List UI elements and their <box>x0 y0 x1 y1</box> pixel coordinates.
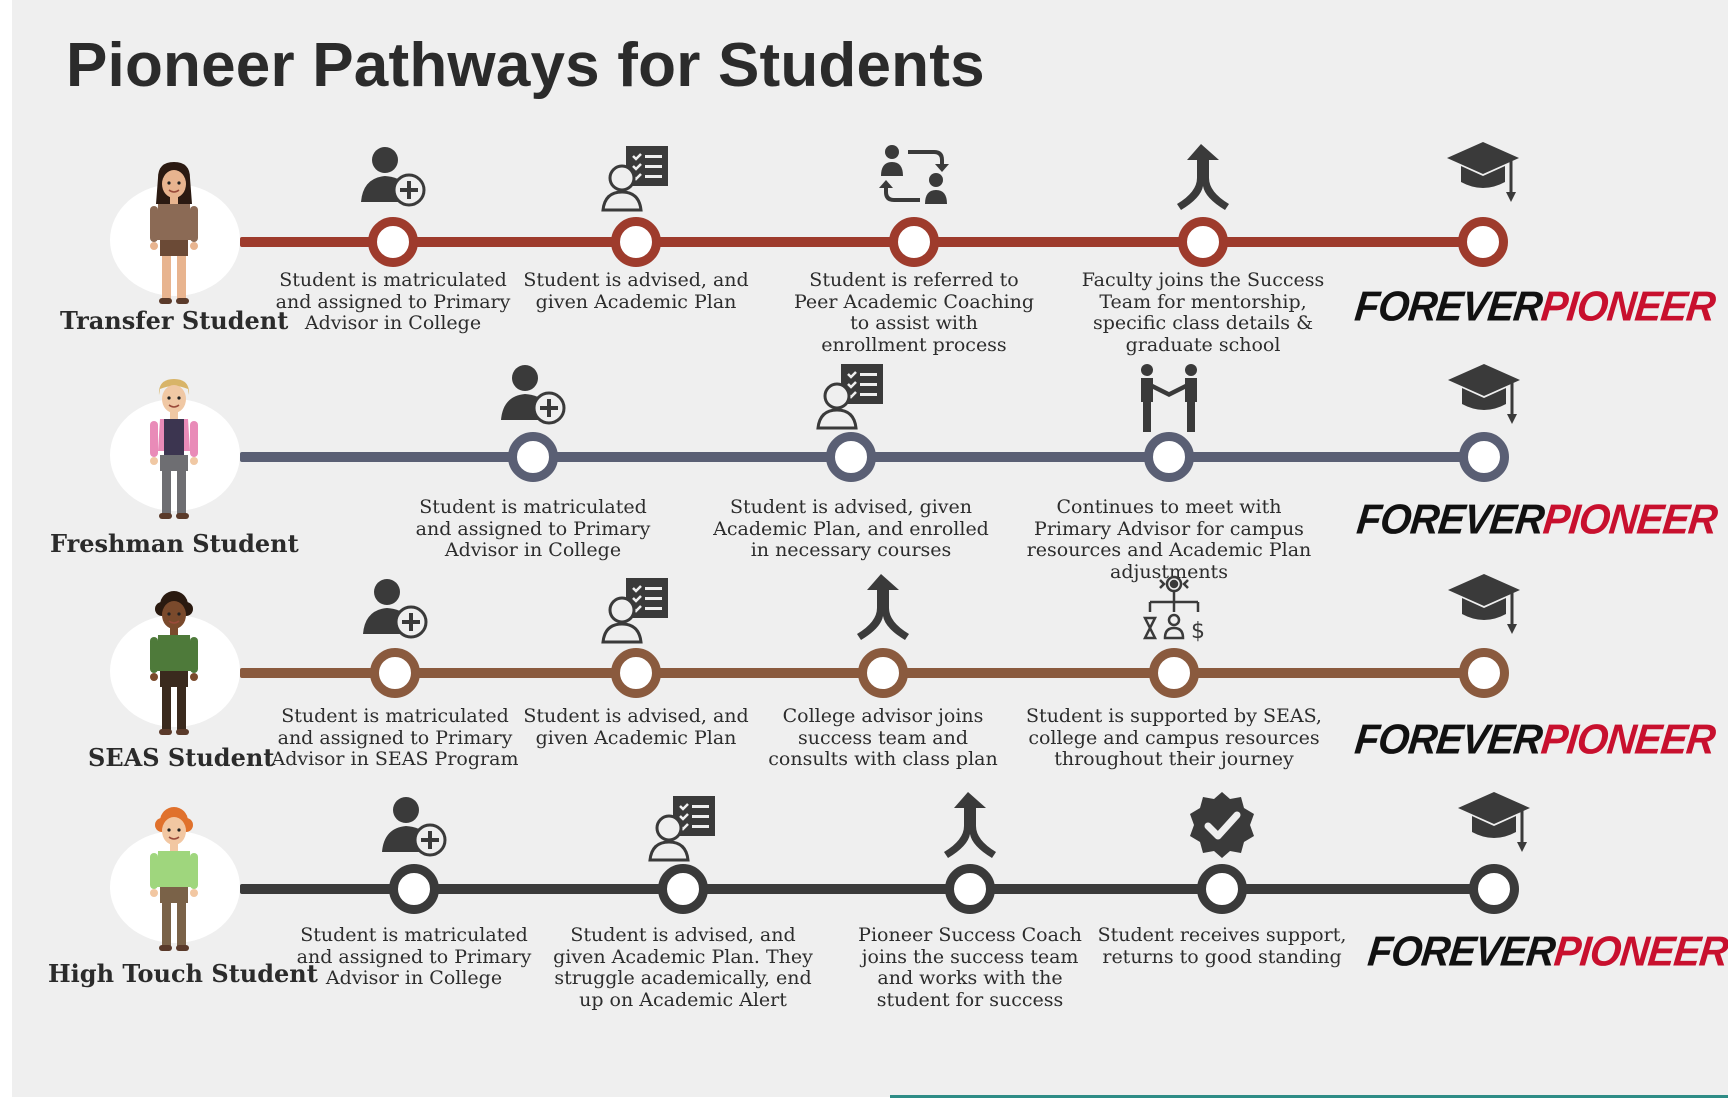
milestone-label: Student is advised, given Academic Plan,… <box>713 496 989 561</box>
milestone-node <box>1144 432 1194 482</box>
milestone-node <box>1459 432 1509 482</box>
forever-pioneer-logo: FOREVERPIONEER <box>1366 929 1728 976</box>
student-type-label: High Touch Student <box>48 959 318 988</box>
academic-plan-icon <box>815 360 887 432</box>
brand-forever: FOREVER <box>1352 716 1544 764</box>
milestone-node <box>1197 864 1247 914</box>
milestone-label: Pioneer Success Coach joins the success … <box>858 924 1082 1011</box>
forever-pioneer-logo: FOREVERPIONEER <box>1353 284 1717 331</box>
milestone-node <box>508 432 558 482</box>
milestone-label: Faculty joins the Success Team for mento… <box>1081 269 1325 356</box>
milestone-label: Student is matriculated and assigned to … <box>415 496 651 561</box>
student-type-label: SEAS Student <box>88 743 275 772</box>
milestone-node <box>945 864 995 914</box>
graduation-cap-icon <box>1447 138 1519 210</box>
milestone-label: Student is advised, and given Academic P… <box>523 269 749 313</box>
milestone-label: Continues to meet with Primary Advisor f… <box>1026 496 1312 583</box>
graduation-cap-icon <box>1448 570 1520 642</box>
milestone-label: Student is advised, and given Academic P… <box>553 924 813 1011</box>
add-user-icon <box>357 140 429 212</box>
milestone-label: Student is matriculated and assigned to … <box>275 269 511 334</box>
milestone-node <box>658 864 708 914</box>
milestone-node <box>1459 648 1509 698</box>
milestone-label: Student is supported by SEAS, college an… <box>1026 705 1322 770</box>
merge-arrow-icon <box>1167 142 1239 214</box>
pathway-track <box>240 884 1494 894</box>
svg-text:$: $ <box>1191 619 1205 644</box>
bottom-accent-line <box>890 1095 1728 1098</box>
verified-badge-icon <box>1186 790 1258 862</box>
milestone-node <box>389 864 439 914</box>
student-type-label: Transfer Student <box>60 306 289 335</box>
forever-pioneer-logo: FOREVERPIONEER <box>1355 497 1719 544</box>
milestone-label: Student is advised, and given Academic P… <box>523 705 749 749</box>
redhead-man-avatar <box>144 807 204 961</box>
woman-avatar <box>144 160 204 314</box>
handshake-icon <box>1133 362 1205 434</box>
academic-plan-icon <box>600 142 672 214</box>
milestone-node <box>826 432 876 482</box>
milestone-node <box>611 648 661 698</box>
add-user-icon <box>378 790 450 862</box>
milestone-label: Student is matriculated and assigned to … <box>296 924 532 989</box>
milestone-label: Student is matriculated and assigned to … <box>271 705 519 770</box>
milestone-label: Student receives support, returns to goo… <box>1097 924 1347 968</box>
milestone-node <box>1149 648 1199 698</box>
milestone-node <box>611 217 661 267</box>
merge-arrow-icon <box>934 790 1006 862</box>
milestone-node <box>889 217 939 267</box>
graduation-cap-icon <box>1458 788 1530 860</box>
add-user-icon <box>359 572 431 644</box>
merge-arrow-icon <box>847 572 919 644</box>
milestone-node <box>858 648 908 698</box>
milestone-node <box>1458 217 1508 267</box>
brand-pioneer: PIONEER <box>1540 496 1719 544</box>
milestone-label: College advisor joins success team and c… <box>768 705 998 770</box>
student-type-label: Freshman Student <box>50 529 299 558</box>
milestone-label: Student is referred to Peer Academic Coa… <box>793 269 1035 356</box>
brand-forever: FOREVER <box>1352 283 1544 331</box>
milestone-node <box>370 648 420 698</box>
academic-plan-icon <box>647 792 719 864</box>
add-user-icon <box>497 358 569 430</box>
pathway-track <box>240 237 1483 247</box>
brand-forever: FOREVER <box>1354 496 1546 544</box>
page-title: Pioneer Pathways for Students <box>66 31 985 100</box>
referral-exchange-icon <box>878 140 950 212</box>
milestone-node <box>1178 217 1228 267</box>
milestone-node <box>1469 864 1519 914</box>
curly-woman-avatar <box>144 591 204 745</box>
brand-pioneer: PIONEER <box>1551 928 1728 976</box>
forever-pioneer-logo: FOREVERPIONEER <box>1353 717 1717 764</box>
academic-plan-icon <box>600 574 672 646</box>
milestone-node <box>368 217 418 267</box>
brand-pioneer: PIONEER <box>1538 716 1717 764</box>
infographic-canvas: Pioneer Pathways for Students Transfer S… <box>12 0 1728 1097</box>
brand-pioneer: PIONEER <box>1538 283 1717 331</box>
blond-man-avatar <box>144 375 204 529</box>
resource-network-icon: $ <box>1138 574 1210 646</box>
brand-forever: FOREVER <box>1365 928 1557 976</box>
graduation-cap-icon <box>1448 360 1520 432</box>
